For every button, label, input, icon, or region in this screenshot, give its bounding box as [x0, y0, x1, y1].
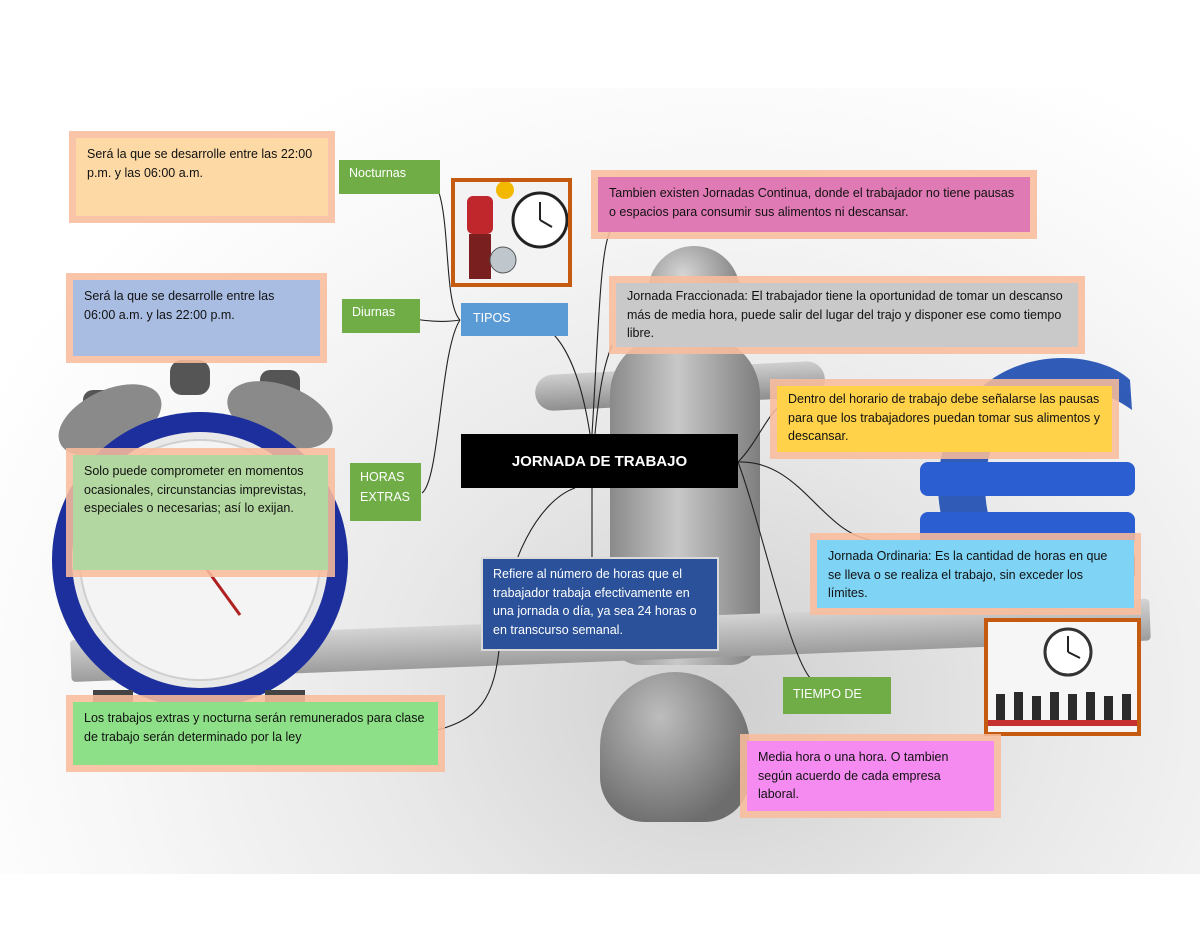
central-topic-title: JORNADA DE TRABAJO	[511, 452, 688, 470]
note-nocturna-text: Será la que se desarrolle entre las 22:0…	[87, 147, 313, 180]
note-nocturna-definicion: Será la que se desarrolle entre las 22:0…	[76, 138, 328, 216]
seesaw-fulcrum	[600, 672, 750, 822]
central-topic: JORNADA DE TRABAJO	[461, 434, 738, 488]
label-tipos-text: TIPOS	[473, 311, 511, 325]
note-definicion-text: Refiere al número de horas que el trabaj…	[493, 567, 697, 637]
label-diurnas: Diurnas	[342, 299, 420, 333]
label-horas-extras: HORAS EXTRAS	[350, 463, 421, 521]
note-jornada-continua-text: Tambien existen Jornadas Continua, donde…	[609, 186, 1015, 219]
note-tiempo-descanso: Media hora o una hora. O tambien según a…	[747, 741, 994, 811]
note-jornada-fraccionada-text: Jornada Fraccionada: El trabajador tiene…	[627, 289, 1063, 340]
label-tipos: TIPOS	[461, 303, 568, 336]
worker-with-clock-picture	[451, 178, 572, 287]
note-horas-extras-definicion: Solo puede comprometer en momentos ocasi…	[73, 455, 328, 570]
label-diurnas-text: Diurnas	[352, 305, 396, 319]
note-tiempo-descanso-text: Media hora o una hora. O tambien según a…	[758, 750, 949, 801]
note-diurna-text: Será la que se desarrolle entre las 06:0…	[84, 289, 275, 322]
worker-clock-icon	[455, 181, 569, 283]
note-horas-extras-text: Solo puede comprometer en momentos ocasi…	[84, 464, 307, 515]
note-pausas-text: Dentro del horario de trabajo debe señal…	[788, 392, 1100, 443]
note-jornada-fraccionada: Jornada Fraccionada: El trabajador tiene…	[616, 283, 1078, 347]
note-remuneracion: Los trabajos extras y nocturna serán rem…	[73, 702, 438, 765]
note-jornada-ordinaria-text: Jornada Ordinaria: Es la cantidad de hor…	[828, 549, 1108, 600]
note-definicion-jornada: Refiere al número de horas que el trabaj…	[481, 557, 719, 651]
label-horas-extras-text: HORAS EXTRAS	[360, 470, 411, 504]
label-nocturnas: Nocturnas	[339, 160, 440, 194]
note-jornada-continua: Tambien existen Jornadas Continua, donde…	[598, 177, 1030, 232]
label-tiempo-de: TIEMPO DE	[783, 677, 891, 714]
note-pausas: Dentro del horario de trabajo debe señal…	[777, 386, 1112, 452]
team-clock-icon	[988, 622, 1137, 732]
label-tiempo-de-text: TIEMPO DE	[793, 687, 862, 701]
office-team-with-clock-picture	[984, 618, 1141, 736]
label-nocturnas-text: Nocturnas	[349, 166, 406, 180]
note-diurna-definicion: Será la que se desarrolle entre las 06:0…	[73, 280, 320, 356]
note-remuneracion-text: Los trabajos extras y nocturna serán rem…	[84, 711, 425, 744]
note-jornada-ordinaria: Jornada Ordinaria: Es la cantidad de hor…	[817, 540, 1134, 608]
